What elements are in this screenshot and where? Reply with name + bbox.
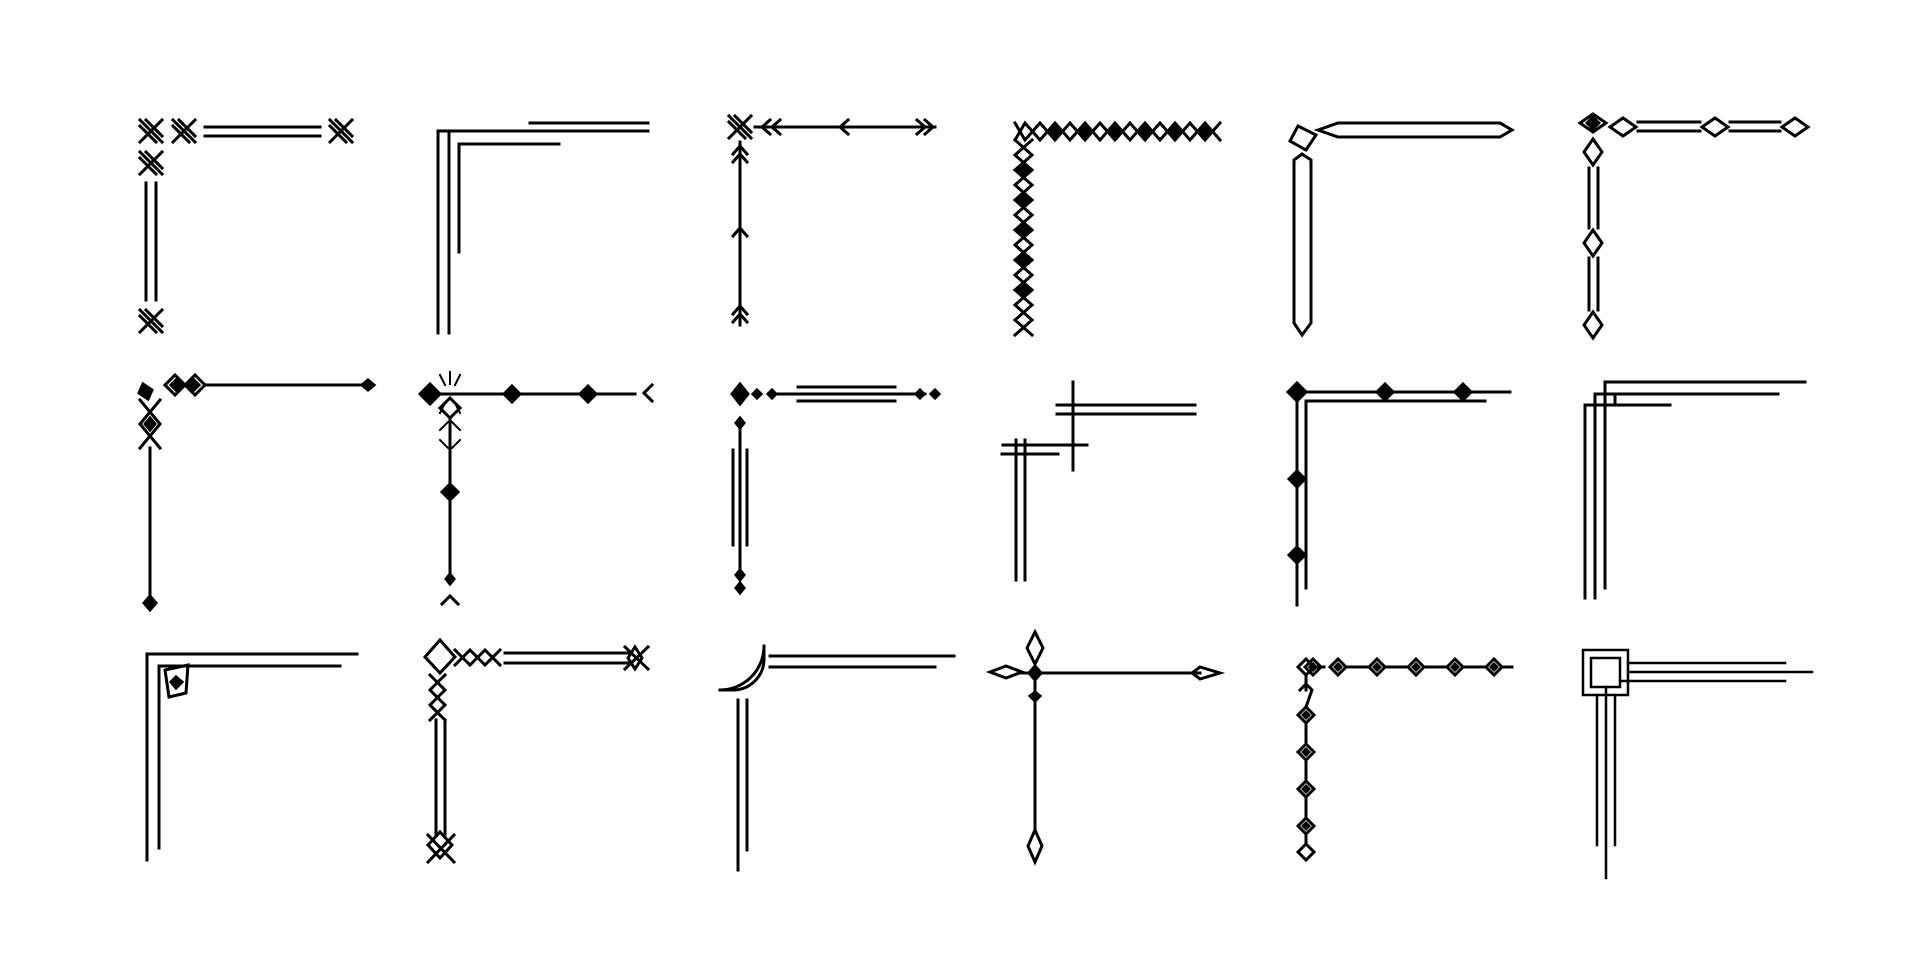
corner-crossing-double-lines bbox=[1000, 380, 1197, 582]
corner-stepped-offset-lines bbox=[436, 121, 650, 335]
corner-triple-stepped-lines bbox=[1583, 380, 1807, 600]
corner-arc-double-line bbox=[718, 644, 956, 872]
corner-solid-diamond-double-line bbox=[1285, 380, 1512, 607]
corner-double-line-square-diamond bbox=[145, 652, 359, 862]
corner-diamond-chain-band bbox=[1012, 120, 1223, 338]
corner-cross-diamond-spear bbox=[985, 628, 1226, 866]
corner-small-diamond-cluster-line bbox=[137, 372, 377, 613]
corner-arrow-feathered bbox=[727, 114, 937, 327]
corner-diamond-dot-triple-line bbox=[730, 381, 942, 596]
corner-solid-diamond-sparkle bbox=[417, 371, 655, 607]
corner-diamond-x-knot bbox=[422, 637, 651, 865]
corner-elongated-hexagon-bars bbox=[1287, 121, 1515, 338]
corner-diamond-beaded-double-line bbox=[1578, 112, 1810, 340]
corner-crossed-x-double-line bbox=[138, 118, 354, 334]
corner-nested-squares-lines bbox=[1581, 648, 1814, 880]
corner-solid-core-diamond-chain bbox=[1296, 656, 1514, 862]
